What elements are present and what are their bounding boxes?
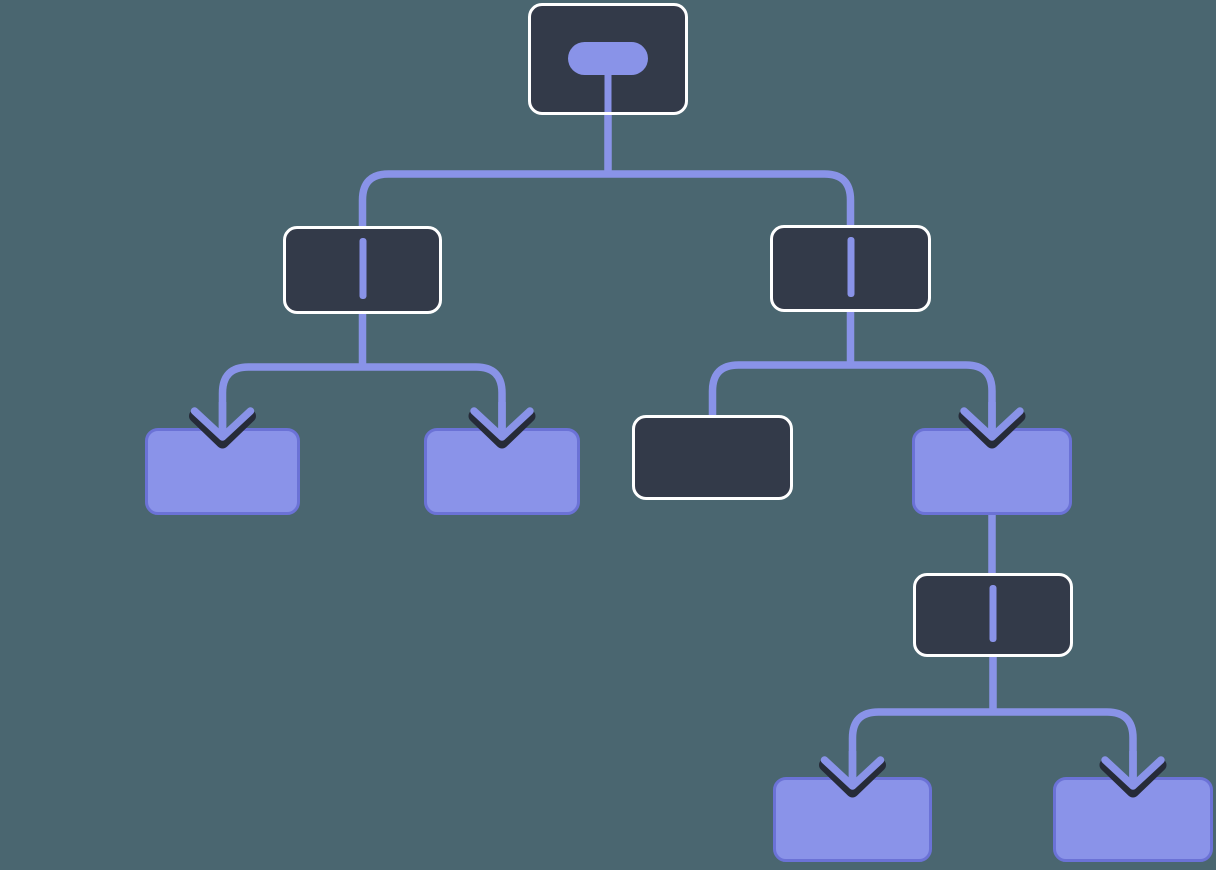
edge-branch-bottom	[848, 655, 1137, 785]
node-leaf-2[interactable]	[424, 428, 580, 515]
node-branch-purple[interactable]	[912, 428, 1072, 515]
node-leaf-1[interactable]	[145, 428, 300, 515]
edge-root	[358, 113, 855, 229]
root-pill-icon	[531, 6, 685, 112]
node-branch-left[interactable]	[283, 226, 442, 314]
edge-branch-left	[218, 312, 506, 436]
node-plain-dark[interactable]	[632, 415, 793, 500]
pass-through-icon	[989, 585, 997, 642]
root-pill-shape	[568, 42, 648, 75]
pass-through-icon	[847, 237, 854, 297]
node-leaf-4[interactable]	[1053, 777, 1213, 862]
node-branch-bottom[interactable]	[913, 573, 1073, 657]
node-branch-right[interactable]	[770, 225, 931, 312]
node-root[interactable]	[528, 3, 688, 115]
node-leaf-3[interactable]	[773, 777, 932, 862]
root-pill-stem	[604, 72, 612, 112]
pass-through-icon	[359, 238, 366, 299]
